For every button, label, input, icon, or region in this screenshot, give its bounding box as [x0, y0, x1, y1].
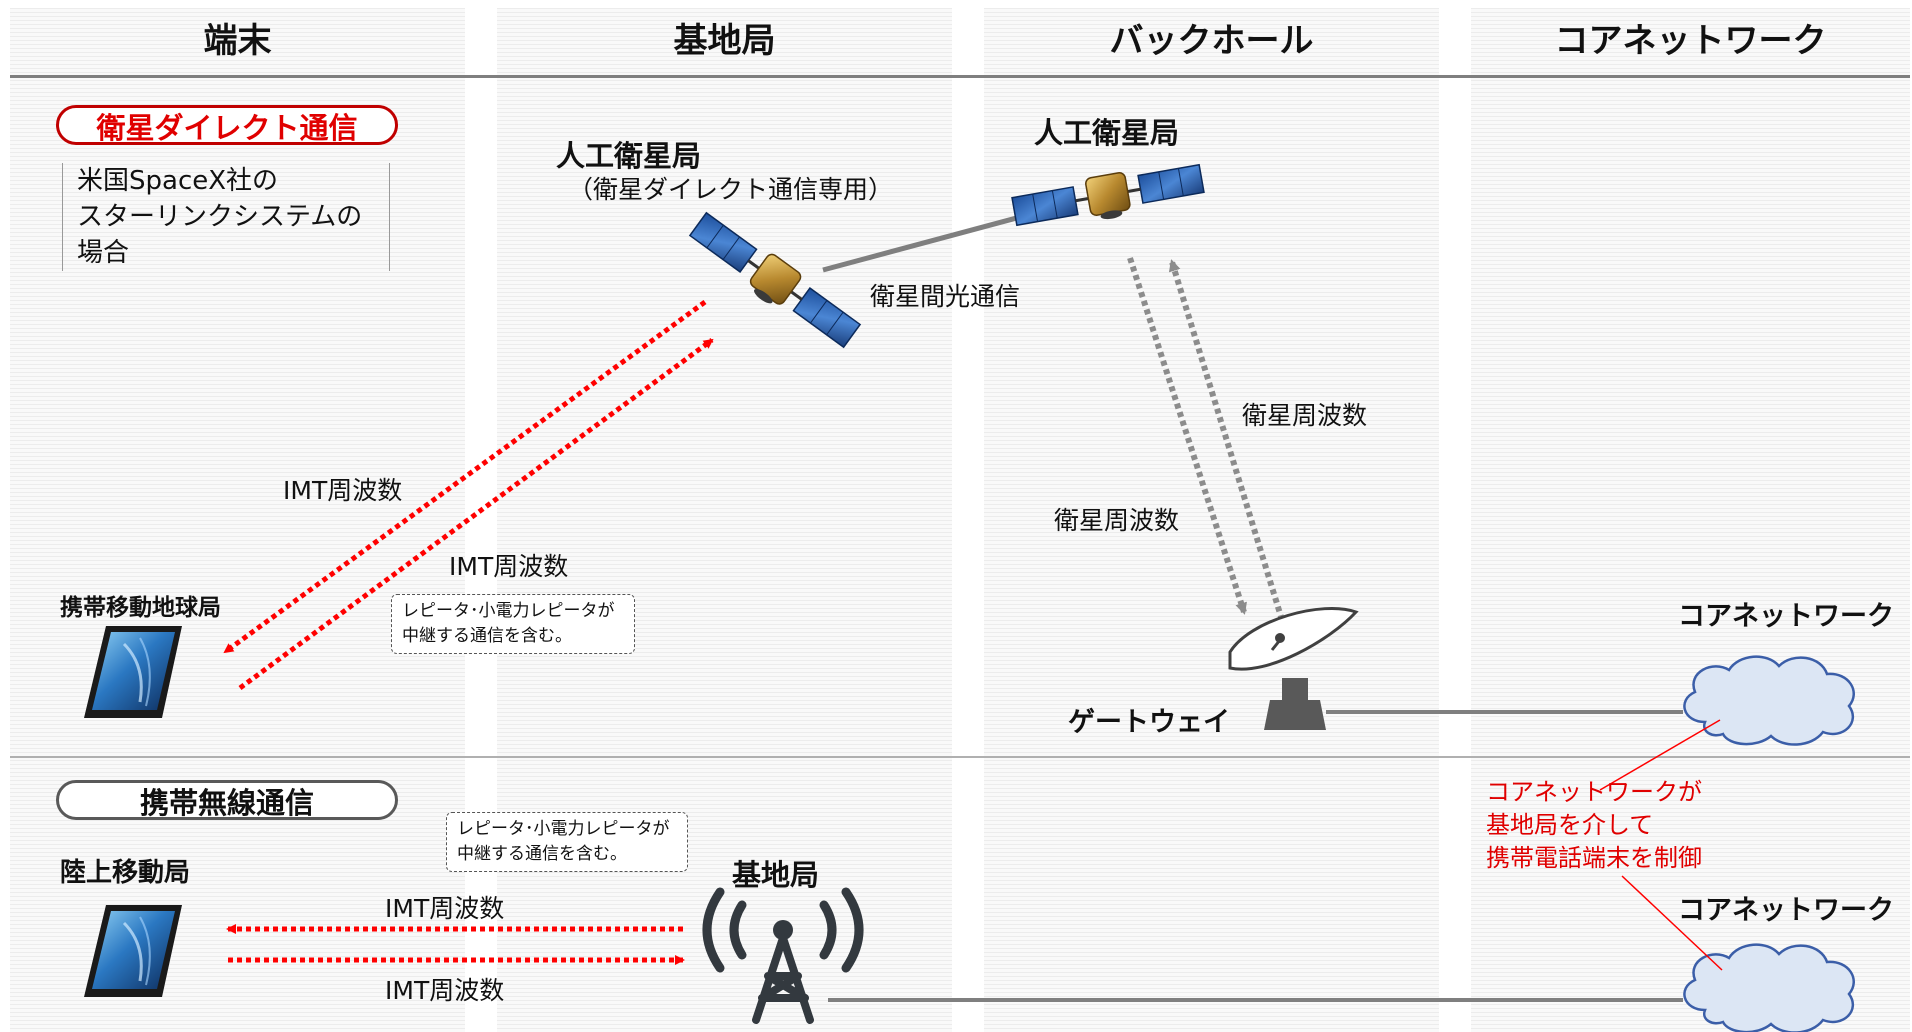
core-annotation-line-1: コアネットワークが [1486, 778, 1702, 806]
base-station-label: 基地局 [732, 858, 820, 892]
satellite-direct-icon [682, 206, 866, 357]
repeater-note-mobile-line-2: 中継する通信を含む。 [457, 844, 627, 864]
repeater-note-satellite-line-2: 中継する通信を含む。 [402, 626, 572, 646]
core-network-label-2: コアネットワーク [1678, 895, 1894, 926]
column-header-backhaul: バックホール [1109, 21, 1314, 61]
section-divider [10, 756, 1910, 758]
mobile-wireless-pill: 携帯無線通信 [56, 780, 398, 820]
imt-freq-label-2: IMT周波数 [449, 552, 569, 581]
satellite-direct-pill: 衛星ダイレクト通信 [56, 105, 398, 145]
base-station-tower-icon [702, 887, 864, 1024]
core-network-cloud-1 [1683, 655, 1855, 746]
satellite-downlink-arrow [1127, 257, 1247, 615]
satellite-freq-label-lower: 衛星周波数 [1054, 506, 1180, 535]
annotation-leader-1 [1599, 719, 1721, 791]
column-header-terminal: 端末 [203, 21, 272, 61]
satellite-backhaul-label: 人工衛星局 [1034, 116, 1180, 150]
satellite-freq-label-upper: 衛星周波数 [1242, 401, 1368, 430]
spacex-note-line-2: スターリンクシステムの場合 [77, 202, 363, 268]
inter-satellite-link [822, 213, 1025, 273]
spacex-note-line-1: 米国SpaceX社の [77, 166, 279, 196]
column-header-core-network: コアネットワーク [1554, 21, 1827, 61]
core-annotation-line-2: 基地局を介して [1486, 811, 1654, 839]
core-network-annotation: コアネットワークが 基地局を介して 携帯電話端末を制御 [1486, 776, 1702, 875]
imt-downlink-arrow [223, 299, 707, 655]
satellite-direct-sublabel: （衛星ダイレクト通信専用） [568, 175, 894, 204]
core-annotation-line-3: 携帯電話端末を制御 [1486, 844, 1702, 872]
satellite-direct-label: 人工衛星局 [556, 139, 702, 173]
annotation-leader-2 [1621, 875, 1723, 971]
imt-land-freq-label-1: IMT周波数 [385, 894, 505, 923]
imt-freq-label-1: IMT周波数 [283, 476, 403, 505]
repeater-note-mobile: レピータ･小電力レピータが 中継する通信を含む。 [446, 812, 688, 872]
land-terminal-phone-icon [82, 903, 184, 999]
imt-uplink-arrow [238, 337, 714, 691]
gateway-dish-icon [1228, 607, 1359, 730]
repeater-note-satellite-line-1: レピータ･小電力レピータが [402, 601, 615, 621]
mobile-earth-station-label: 携帯移動地球局 [60, 595, 221, 621]
repeater-note-satellite: レピータ･小電力レピータが 中継する通信を含む。 [391, 594, 635, 654]
satellite-backhaul-icon [1009, 157, 1208, 237]
gateway-label: ゲートウェイ [1068, 707, 1230, 738]
inter-satellite-link-label: 衛星間光通信 [870, 282, 1021, 311]
column-header-base-station: 基地局 [673, 21, 776, 61]
spacex-note: 米国SpaceX社の スターリンクシステムの場合 [62, 163, 390, 271]
repeater-note-mobile-line-1: レピータ･小電力レピータが [457, 819, 670, 839]
imt-land-freq-label-2: IMT周波数 [385, 976, 505, 1005]
satellite-terminal-phone-icon [82, 624, 184, 720]
core-network-label-1: コアネットワーク [1678, 601, 1894, 632]
header-divider [10, 75, 1910, 78]
land-mobile-station-label: 陸上移動局 [60, 858, 191, 888]
column-core-network-bg [1471, 8, 1910, 1032]
